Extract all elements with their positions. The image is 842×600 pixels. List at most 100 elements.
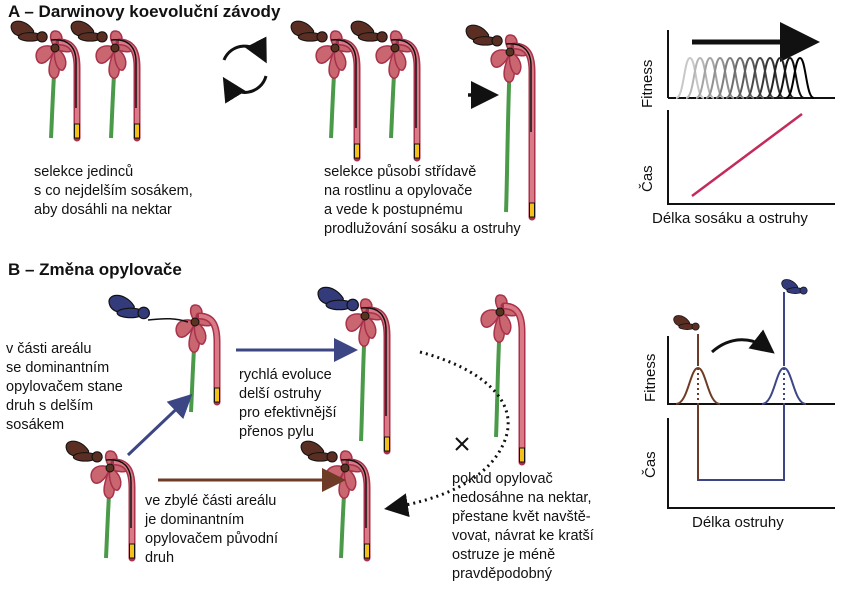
caption-line: nedosáhne na nektar, (452, 490, 592, 506)
panel-b-caption-bottom-right: pokud opylovač nedosáhne na nektar, přes… (452, 470, 594, 584)
proboscis (340, 459, 367, 528)
caption-line: ostruze je méně (452, 547, 556, 563)
proboscis (360, 307, 387, 416)
proboscis (50, 39, 77, 108)
graph-a (667, 22, 835, 205)
flower-icon (10, 20, 81, 142)
petal (35, 45, 56, 64)
caption-line: opylovačem stane (6, 379, 123, 395)
proboscis (110, 39, 137, 108)
fitness-curve (705, 56, 735, 99)
trend-line (691, 112, 803, 198)
flower-center (340, 463, 350, 473)
proboscis (105, 459, 132, 528)
nectar (414, 143, 420, 159)
panel-b-caption-left: v části areálu se dominantním opylovačem… (6, 340, 123, 435)
fitness-curve (685, 56, 715, 99)
petal (393, 46, 407, 71)
fitness-curve (765, 56, 795, 99)
caption-line: selekce působí střídavě (324, 164, 477, 180)
petal (95, 45, 116, 64)
petal (113, 46, 127, 71)
caption-line: pokud opylovač (452, 471, 553, 487)
nectar (74, 123, 80, 139)
flower-icon (480, 294, 526, 466)
caption-line: v části areálu (6, 341, 92, 357)
flower-icon (65, 440, 136, 562)
flower-icon (175, 304, 221, 413)
fitness-curve (725, 56, 755, 99)
moth-group (108, 294, 189, 323)
proboscis (330, 39, 357, 128)
caption-line: ve zbylé části areálu (145, 493, 277, 509)
panel-a-x-label: Délka sosáku a ostruhy (652, 210, 808, 227)
caption-line: opylovačem původní (145, 531, 278, 547)
cross-icon (455, 437, 469, 451)
nectar (529, 202, 535, 218)
axis-line (667, 336, 835, 405)
caption-line: přenos pylu (239, 424, 314, 440)
fitness-curve (785, 56, 815, 99)
panel-b-caption-bottom-left: ve zbylé části areálu je dominantním opy… (145, 492, 278, 568)
panel-b-time-label: Čas (642, 451, 659, 478)
curved-arrow-icon (711, 329, 775, 354)
flower-center (190, 317, 200, 327)
fitness-curve (715, 56, 745, 99)
caption-line: delší ostruhy (239, 386, 322, 402)
moth-icon (781, 279, 808, 295)
nectar (129, 543, 135, 559)
panel-b-caption-mid: rychlá evoluce delší ostruhy pro efektiv… (239, 366, 337, 442)
panel-a-fitness-label: Fitness (639, 59, 656, 108)
flower-icon (300, 440, 371, 562)
caption-line: je dominantním (145, 512, 245, 528)
caption-line: a vede k postupnému (324, 202, 463, 218)
nectar (214, 387, 220, 403)
petal (375, 45, 396, 64)
moth-icon (70, 20, 108, 43)
arrow-up-right-icon (126, 393, 193, 457)
moth-icon (350, 20, 388, 43)
petal (108, 466, 122, 491)
fitness-curve (695, 56, 725, 99)
proboscis (390, 39, 417, 128)
fitness-curve (755, 56, 785, 99)
nectar (384, 436, 390, 452)
proboscis (505, 43, 532, 132)
flower-icon (350, 20, 421, 162)
petal (315, 45, 336, 64)
fitness-curve (735, 56, 765, 99)
caption-line: pro efektivnější (239, 405, 337, 421)
proboscis (147, 317, 189, 323)
petal (53, 46, 67, 71)
panel-a-caption-left: selekce jedinců s co nejdelším sosákem, … (34, 163, 193, 220)
caption-line: prodlužování sosáku a ostruhy (324, 221, 521, 237)
time-line (697, 404, 785, 481)
panel-b-heading: B – Změna opylovače (8, 260, 182, 279)
caption-line: druh (145, 550, 175, 566)
flower-center (330, 43, 340, 53)
cycle-arrows-icon (222, 36, 268, 104)
moth-icon (10, 20, 48, 43)
moth-icon (317, 286, 359, 312)
moth-icon (465, 24, 503, 47)
nectar (519, 447, 525, 463)
flower-center (390, 43, 400, 53)
moth-icon (673, 315, 700, 331)
caption-line: se dominantním (6, 360, 110, 376)
caption-line: na rostlinu a opylovače (324, 183, 473, 199)
caption-line: selekce jedinců (34, 164, 134, 180)
petal (508, 50, 522, 75)
moth-icon (108, 294, 150, 320)
panel-a-caption-right: selekce působí střídavě na rostlinu a op… (324, 163, 521, 239)
petal (345, 313, 366, 332)
flower-icon (317, 286, 391, 455)
petal (498, 310, 512, 335)
caption-line: aby dosáhli na nektar (34, 202, 172, 218)
petal (90, 465, 111, 484)
fitness-curve (745, 56, 775, 99)
panel-b-fitness-label: Fitness (642, 353, 659, 402)
graph-b (667, 279, 835, 509)
flower-center (505, 47, 515, 57)
panel-b-x-label: Délka ostruhy (692, 514, 784, 531)
